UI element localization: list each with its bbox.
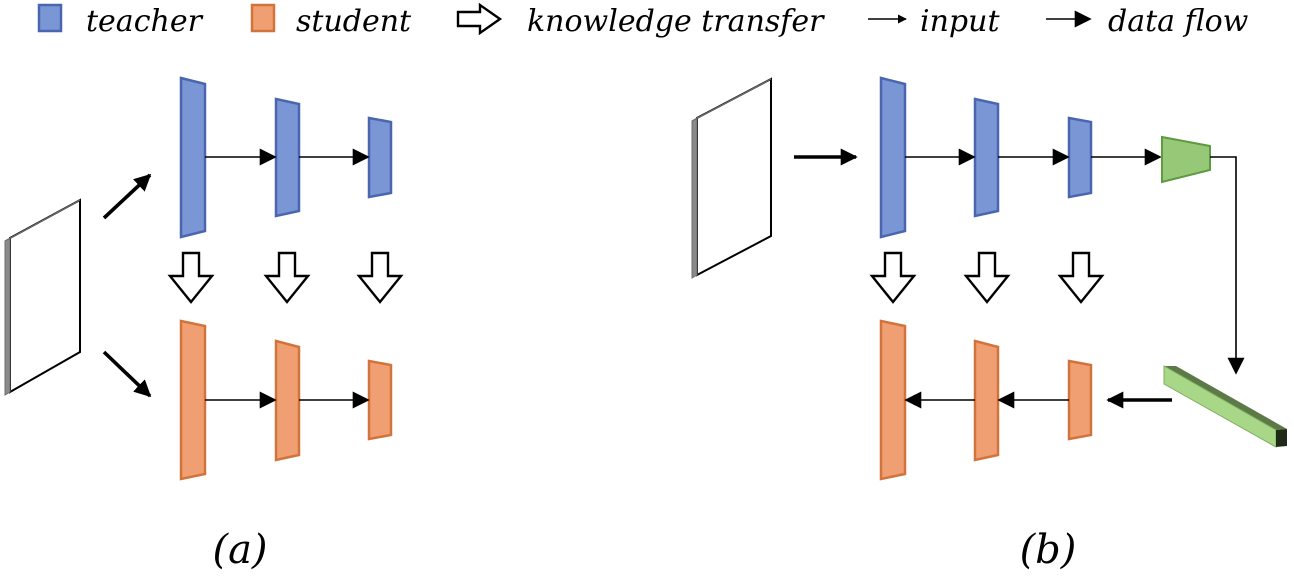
data-flow-legend-label: data flow	[1108, 4, 1249, 39]
generated-feature-bar	[1163, 365, 1287, 448]
generator-module	[1161, 135, 1211, 184]
student-layer-1-b	[879, 319, 907, 481]
transfer-arrow-3-b	[1057, 251, 1105, 304]
transfer-arrow-1-b	[869, 251, 917, 304]
teacher-legend-swatch	[37, 3, 63, 33]
teacher-layer-2-b	[973, 97, 1000, 218]
panel-b: (b)	[691, 76, 1287, 573]
student-layer-2-a	[274, 339, 301, 462]
caption-a: (a)	[212, 527, 267, 573]
input-image-frame-b	[691, 77, 772, 279]
input-legend-label: input	[920, 4, 1000, 39]
knowledge-transfer-legend-arrow	[456, 2, 503, 36]
teacher-layer-1-a	[179, 76, 207, 239]
transfer-arrow-2-a	[263, 251, 311, 304]
student-layer-2-b	[973, 339, 1000, 462]
input-arrow-to-teacher-a	[102, 173, 152, 220]
transfer-arrow-1-a	[167, 251, 215, 304]
student-layer-1-a	[179, 319, 207, 481]
caption-b: (b)	[1020, 527, 1077, 573]
student-layer-3-a	[367, 359, 393, 441]
teacher-layer-3-b	[1067, 116, 1093, 199]
student-legend-swatch	[250, 3, 276, 33]
knowledge-transfer-legend-label: knowledge transfer	[527, 4, 825, 39]
generator-to-bar-flow	[1210, 156, 1245, 375]
panel-a: (a)	[4, 76, 404, 573]
teacher-legend-label: teacher	[86, 4, 204, 39]
teacher-layer-3-a	[367, 116, 393, 199]
student-layer-3-b	[1067, 359, 1093, 441]
student-legend-label: student	[296, 4, 412, 39]
teacher-layer-1-b	[879, 76, 907, 239]
input-image-frame-a	[4, 198, 81, 396]
input-arrow-to-student-a	[102, 350, 152, 398]
transfer-arrow-3-a	[356, 251, 404, 304]
teacher-layer-2-a	[274, 97, 301, 218]
transfer-arrow-2-b	[963, 251, 1011, 304]
legend: teacher student knowledge transfer input…	[37, 2, 1249, 39]
